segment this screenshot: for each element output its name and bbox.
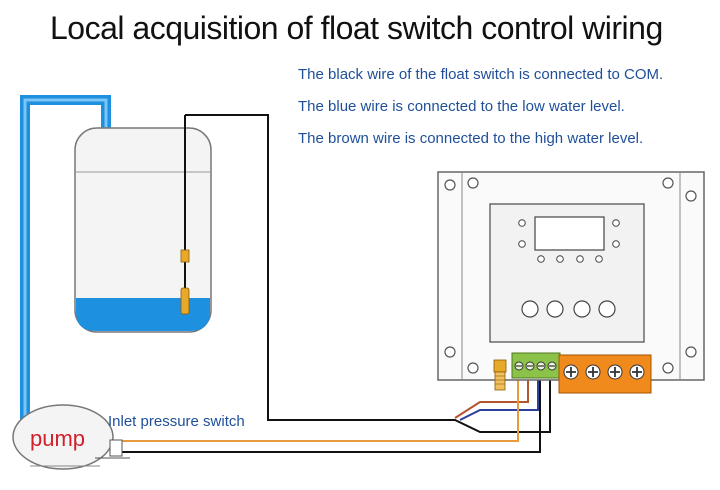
mount-hole (662, 177, 674, 189)
panel-button[interactable] (546, 300, 564, 318)
float-low (180, 287, 190, 315)
pump (12, 404, 114, 470)
note-blue-wire: The blue wire is connected to the low wa… (298, 98, 625, 115)
diagram-title: Local acquisition of float switch contro… (50, 10, 663, 46)
controller-board (437, 171, 705, 381)
pump-label: pump (30, 426, 86, 451)
float-black-wire (185, 114, 551, 433)
power-terminal-block (558, 354, 652, 394)
float-high (180, 249, 190, 263)
mount-hole (662, 362, 674, 374)
indicator-led (518, 219, 526, 227)
inlet-pressure-switch (95, 439, 130, 459)
mount-hole (685, 346, 697, 358)
signal-terminal-block (511, 352, 561, 379)
mount-hole (467, 177, 479, 189)
indicator-led (556, 255, 564, 263)
blue-wire (459, 378, 539, 421)
indicator-led (612, 219, 620, 227)
indicator-led (595, 255, 603, 263)
float-switch (180, 115, 190, 315)
tank-water (76, 298, 210, 331)
mount-hole (685, 190, 697, 202)
panel-button[interactable] (598, 300, 616, 318)
brown-wire (454, 378, 529, 419)
lcd-display (534, 216, 605, 251)
inlet-pressure-switch-label: Inlet pressure switch (108, 413, 245, 430)
pressure-black-wire (120, 378, 541, 453)
note-brown-wire: The brown wire is connected to the high … (298, 130, 644, 147)
indicator-led (612, 240, 620, 248)
panel-button[interactable] (521, 300, 539, 318)
mount-hole (444, 179, 456, 191)
mount-hole (444, 346, 456, 358)
probe-connector (493, 359, 507, 391)
note-black-wire: The black wire of the float switch is co… (298, 66, 664, 83)
indicator-led (518, 240, 526, 248)
panel-button[interactable] (573, 300, 591, 318)
mount-hole (467, 362, 479, 374)
water-pipe-highlight (23, 98, 108, 420)
water-tank (74, 127, 212, 333)
pressure-orange-wire (120, 378, 519, 442)
indicator-led (537, 255, 545, 263)
indicator-led (576, 255, 584, 263)
